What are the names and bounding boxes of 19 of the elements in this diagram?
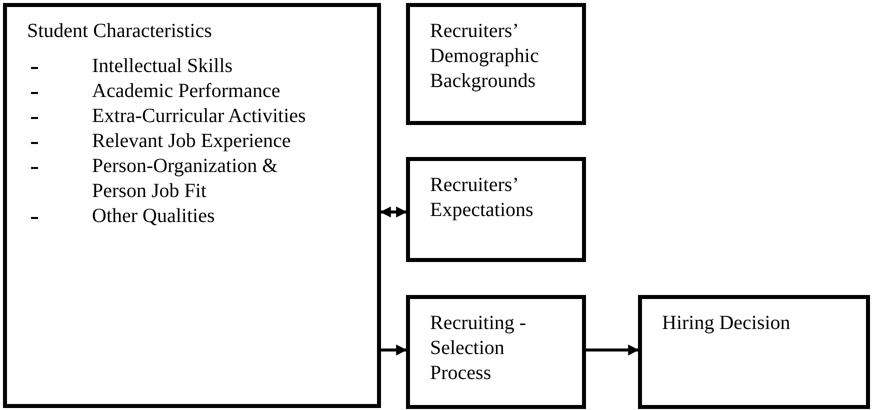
box-text: Student Characteristics [27,19,213,44]
list-item: Relevant Job Experience [92,129,292,154]
process-box [3,3,381,408]
arrow [380,206,408,218]
box-text: Hiring Decision [662,311,792,336]
box-text: Recruiting - Selection Process [430,311,528,386]
box-text: Recruiters’ Demographic Backgrounds [430,19,540,94]
list-item: Intellectual Skills [92,54,234,79]
arrow [586,344,640,356]
list-item: Academic Performance [92,79,282,104]
process-box [406,3,586,125]
process-box [406,157,586,262]
box-text: Recruiters’ Expectations [430,173,534,223]
list-item: Extra-Curricular Activities [92,104,307,129]
process-box [638,295,870,409]
list-item: Other Qualities [92,204,216,229]
arrow [381,344,408,356]
process-box [406,295,586,409]
list-item: Person-Organization & Person Job Fit [92,154,279,204]
